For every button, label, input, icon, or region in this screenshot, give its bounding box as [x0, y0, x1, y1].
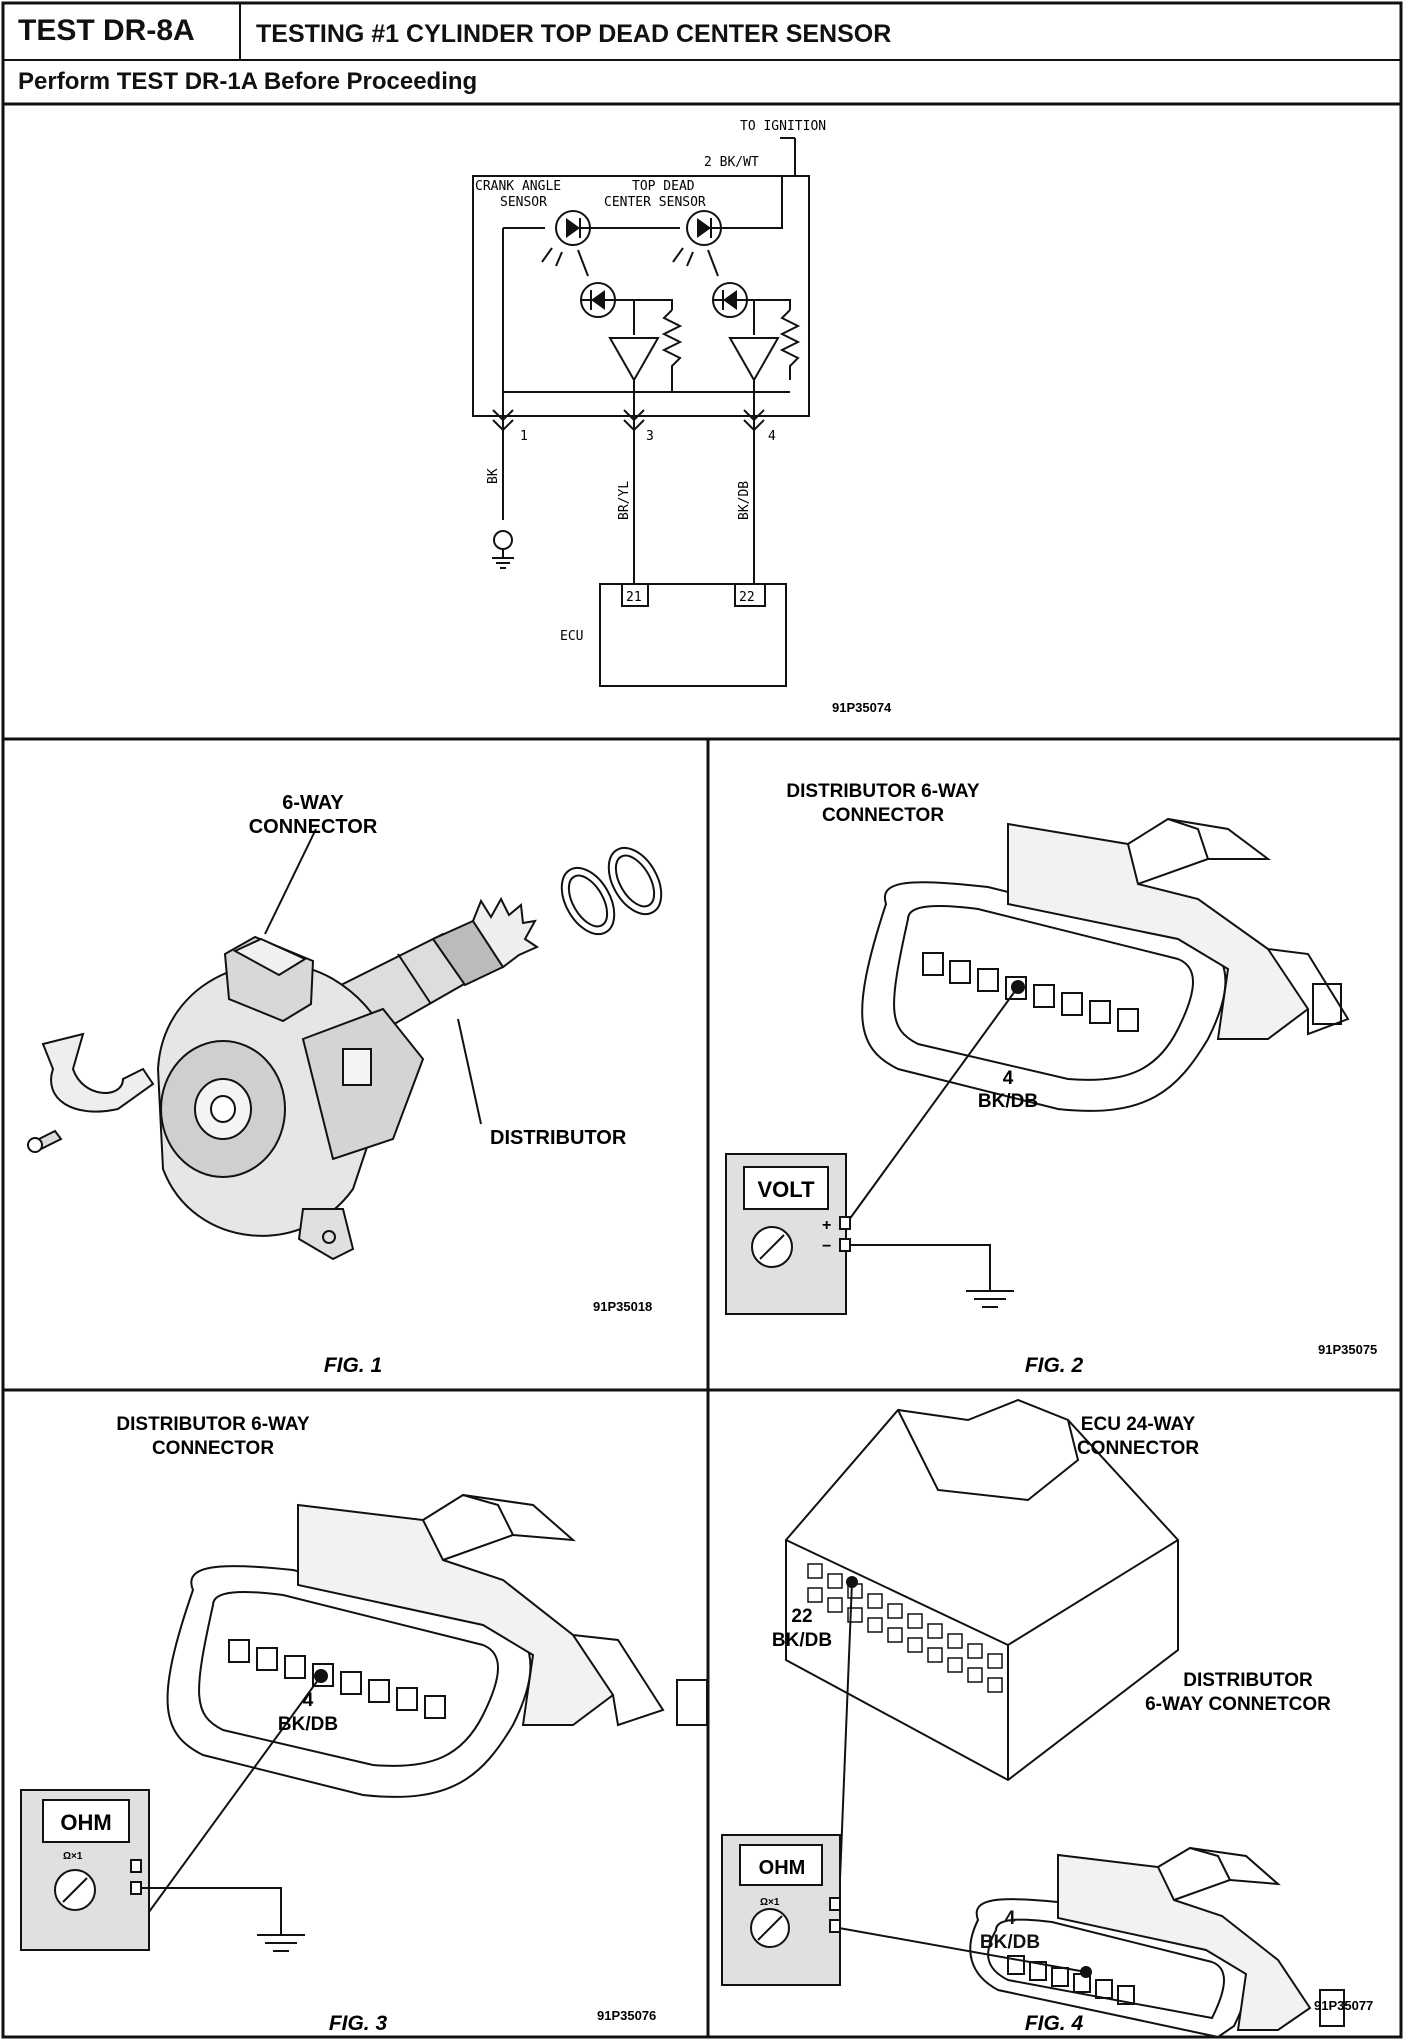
label-ecu-21: 21: [626, 590, 642, 605]
fig3-meter-label: OHM: [60, 1810, 111, 1835]
fig4-dist-pin-label: 4: [1004, 1908, 1016, 1929]
label-crank-1: CRANK ANGLE: [475, 179, 561, 194]
fig4-meter-label: OHM: [759, 1857, 806, 1879]
fig4-code: 91P35077: [1314, 1998, 1373, 2013]
fig4-ecu-label-1: ECU 24-WAY: [1081, 1414, 1196, 1435]
label-tdc-2: CENTER SENSOR: [604, 195, 706, 210]
fig4-range: Ω×1: [760, 1897, 780, 1908]
schematic-diagram: TO IGNITION 2 BK/WT CRANK ANGLE SENSOR T…: [472, 119, 892, 715]
fig2-volt-test-illustration: DISTRIBUTOR 6-WAY CONNECTOR 4 BK/DB VOLT…: [725, 781, 1377, 1377]
label-tdc-1: TOP DEAD: [632, 179, 695, 194]
fig1-caption: FIG. 1: [324, 1354, 382, 1377]
fig2-plus: +: [822, 1217, 831, 1234]
fig4-ecu-pin: 22: [791, 1606, 812, 1627]
fig2-label-2: CONNECTOR: [822, 805, 944, 826]
label-to-ignition: TO IGNITION: [740, 119, 826, 134]
fig3-wire: BK/DB: [278, 1714, 338, 1735]
fig2-wire: BK/DB: [978, 1091, 1038, 1112]
fig2-label-1: DISTRIBUTOR 6-WAY: [786, 781, 980, 802]
fig4-ecu-label-2: CONNECTOR: [1077, 1438, 1199, 1459]
fig2-pin: 4: [1003, 1068, 1014, 1089]
label-pin-1: 1: [520, 429, 528, 444]
fig4-caption: FIG. 4: [1025, 2012, 1084, 2035]
fig3-range: Ω×1: [63, 1851, 83, 1862]
fig1-label-6way: 6-WAY: [282, 792, 344, 814]
label-pin-4: 4: [768, 429, 776, 444]
label-wire-bkwt: 2 BK/WT: [704, 155, 759, 170]
fig4-dist-label-2: 6-WAY CONNETCOR: [1145, 1694, 1331, 1715]
fig4-ohm-test-illustration: ECU 24-WAY CONNECTOR DISTRIBUTOR 6-WAY C…: [721, 1398, 1373, 2037]
fig4-dist-wire-label: BK/DB: [979, 1932, 1041, 1953]
figure-code: 91P35074: [832, 700, 892, 715]
fig2-meter-label: VOLT: [757, 1177, 815, 1202]
fig3-label-1: DISTRIBUTOR 6-WAY: [116, 1414, 310, 1435]
fig2-minus: −: [822, 1238, 831, 1255]
fig1-code: 91P35018: [593, 1299, 652, 1314]
fig1-label-distributor: DISTRIBUTOR: [490, 1127, 627, 1149]
fig3-ohm-test-illustration: DISTRIBUTOR 6-WAY CONNECTOR 4 BK/DB OHM …: [20, 1414, 708, 2035]
label-pin-3: 3: [646, 429, 654, 444]
fig2-caption: FIG. 2: [1025, 1354, 1084, 1377]
label-wire-bk: BK: [486, 468, 501, 484]
label-ecu-22: 22: [739, 590, 755, 605]
page-title: TESTING #1 CYLINDER TOP DEAD CENTER SENS…: [256, 20, 892, 48]
label-wire-bkdb: BK/DB: [737, 481, 752, 520]
fig4-dist-label-1: DISTRIBUTOR: [1183, 1670, 1313, 1691]
label-crank-2: SENSOR: [500, 195, 547, 210]
fig2-code: 91P35075: [1318, 1342, 1377, 1357]
fig3-code: 91P35076: [597, 2008, 656, 2023]
label-wire-bryl: BR/YL: [617, 481, 632, 520]
fig3-pin: 4: [303, 1690, 314, 1711]
fig3-label-2: CONNECTOR: [152, 1438, 274, 1459]
fig1-distributor-illustration: 6-WAY CONNECTOR DISTRIBUTOR 91P35018 FIG…: [27, 792, 663, 1377]
fig1-label-connector: CONNECTOR: [249, 816, 378, 838]
page-subtitle: Perform TEST DR-1A Before Proceeding: [18, 68, 478, 95]
label-ecu: ECU: [560, 629, 583, 644]
test-id: TEST DR-8A: [18, 14, 195, 47]
fig3-caption: FIG. 3: [329, 2012, 388, 2035]
fig4-ecu-wire: BK/DB: [772, 1630, 832, 1651]
